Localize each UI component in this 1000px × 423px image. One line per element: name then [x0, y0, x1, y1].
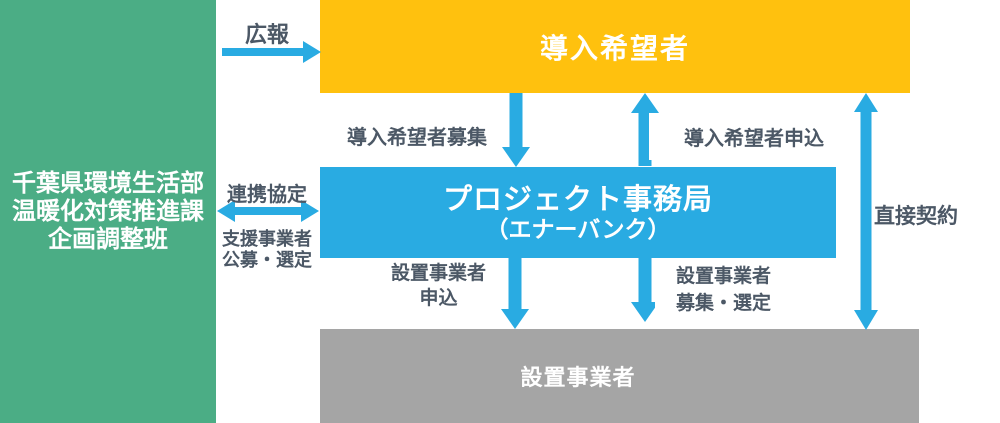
kouhou-label: 広報 [244, 22, 289, 47]
office-subtitle: （エナーバンク） [485, 215, 671, 242]
node-applicants: 導入希望者 [320, 0, 910, 93]
installers-title: 設置事業者 [520, 365, 636, 390]
secchi-moushikomi-line-2: 申込 [419, 288, 458, 309]
donyu-moushikomi-text: 導入希望者申込 [684, 128, 824, 150]
donyu-boshu-text: 導入希望者募集 [347, 126, 487, 149]
donyu-boshu-label: 導入希望者募集 [337, 118, 497, 152]
node-installers [320, 329, 919, 423]
applicants-title: 導入希望者 [539, 32, 690, 64]
secchi-moushikomi-down-arrow [501, 258, 529, 329]
shien-line-1: 支援事業者 [222, 229, 312, 249]
office-title: プロジェクト事務局 [442, 183, 713, 216]
secchi-boshu-line-1: 設置事業者 [675, 266, 771, 287]
prefecture-line-2: 温暖化対策推進課 [12, 197, 204, 225]
empty-white-spacer-box [550, 258, 617, 329]
chokusetsu-keiyaku-label: 直接契約 [874, 205, 958, 228]
donyu-moushikomi-label: 導入希望者申込 [649, 113, 859, 160]
prefecture-line-1: 千葉県環境生活部 [12, 169, 204, 197]
installers-title-wrap: 設置事業者 [320, 329, 836, 423]
secchi-moushikomi-label: 設置事業者 申込 [377, 260, 500, 312]
shien-jigyosha-label: 支援事業者 公募・選定 [210, 229, 324, 271]
renkei-kyotei-label: 連携協定 [227, 184, 307, 206]
secchi-boshu-line-2: 募集・選定 [675, 293, 771, 314]
prefecture-line-3: 企画調整班 [48, 225, 168, 253]
shien-line-2: 公募・選定 [222, 250, 312, 270]
node-project-office: プロジェクト事務局 （エナーバンク） [320, 167, 836, 258]
secchi-moushikomi-line-1: 設置事業者 [390, 263, 486, 284]
secchi-boshu-label: 設置事業者 募集・選定 [655, 260, 792, 320]
donyu-boshu-down-arrow [502, 93, 530, 167]
node-prefecture-dept: 千葉県環境生活部 温暖化対策推進課 企画調整班 [0, 0, 216, 423]
